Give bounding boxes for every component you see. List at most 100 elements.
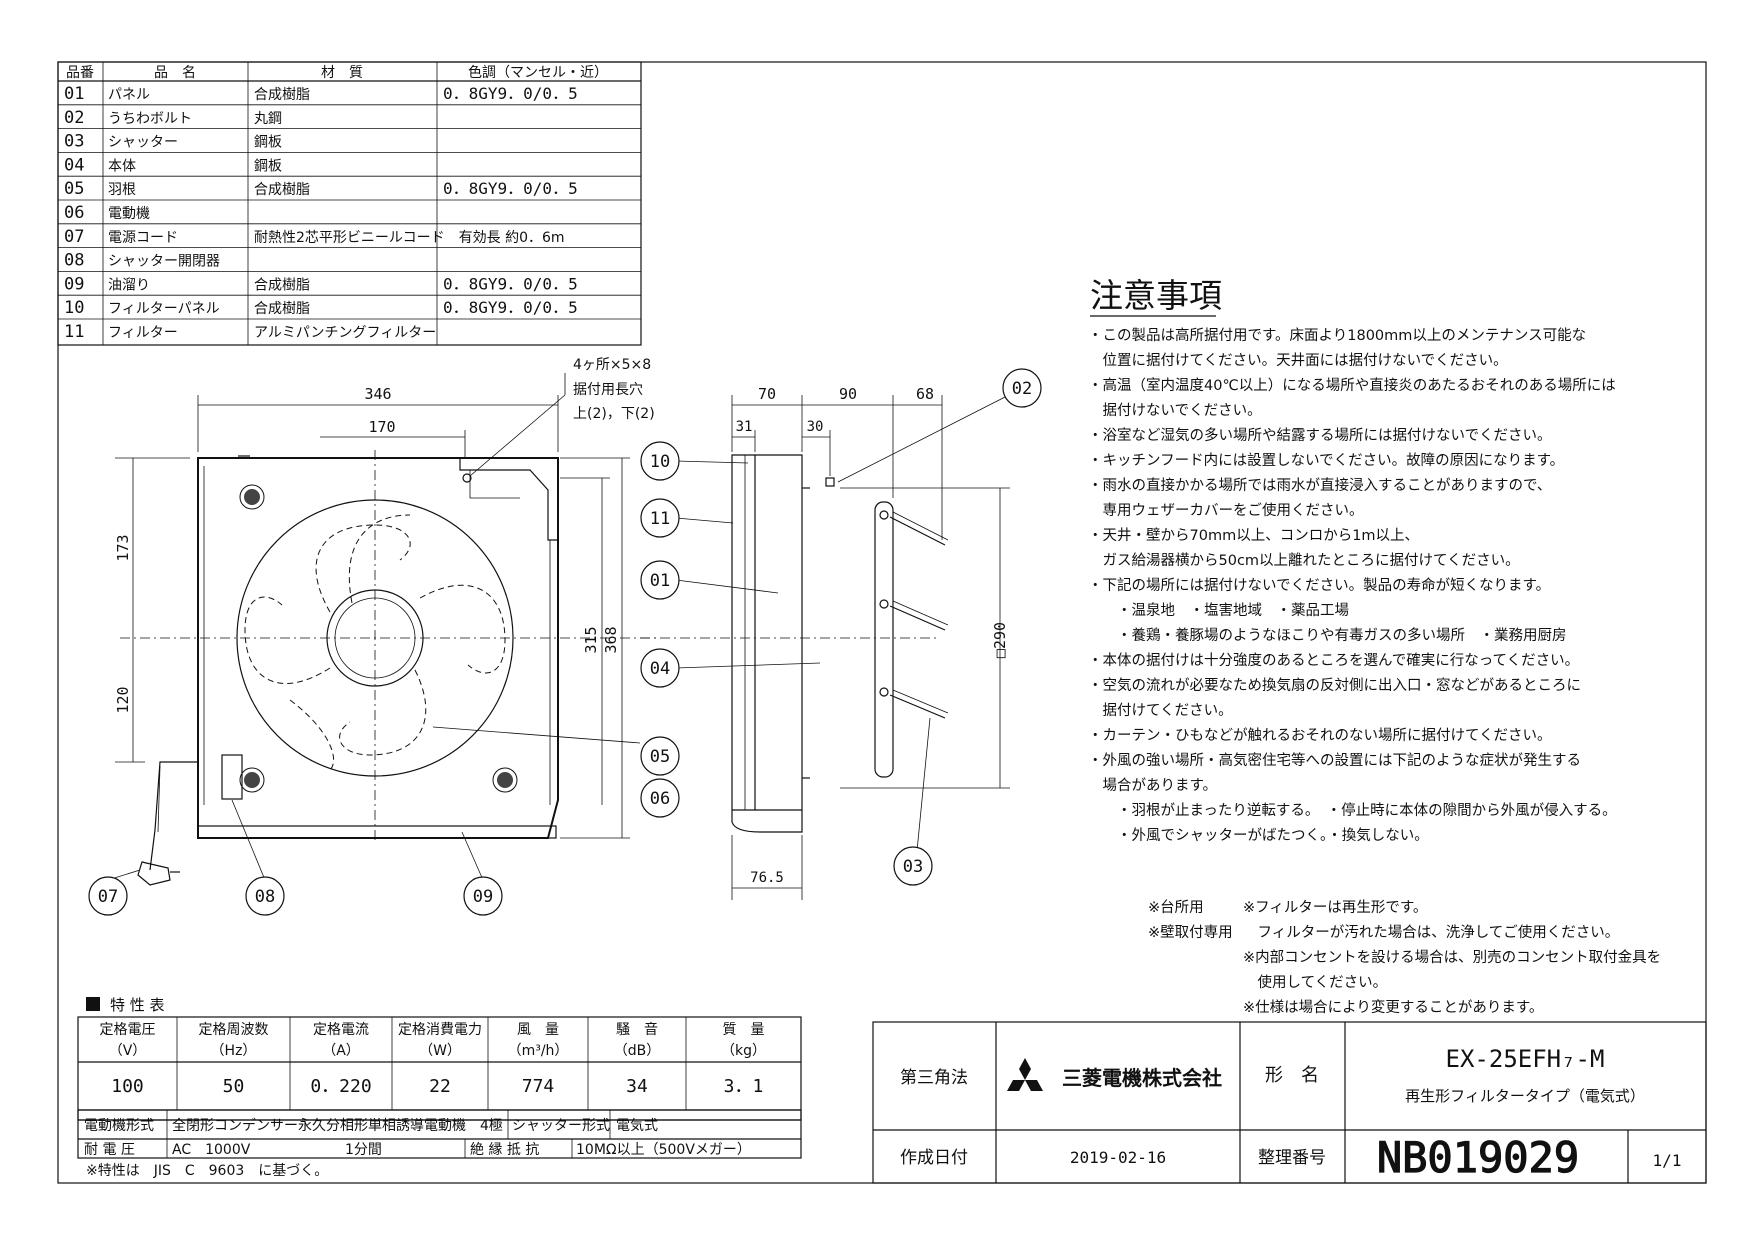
spec-header-top: 定格電圧: [100, 1022, 156, 1038]
voltage-value: AC 1000V: [172, 1142, 251, 1158]
part-color: 0．8GY9．0/0．5: [443, 84, 578, 103]
hole-note-1: 4ヶ所×5×8: [573, 357, 651, 373]
hole-note-2: 据付用長穴: [573, 382, 643, 398]
callout-label: 11: [650, 509, 670, 529]
spec-header-bottom: （A）: [322, 1043, 360, 1059]
part-number: 10: [64, 298, 84, 318]
callout-bubble: [88, 876, 128, 916]
callout-label: 07: [98, 887, 118, 907]
part-name: パネル: [108, 87, 150, 103]
part-number: 09: [64, 274, 84, 294]
model-subtitle: 再生形フィルタータイプ（電気式）: [1405, 1087, 1645, 1105]
vent-grille-bottom-right: [492, 767, 518, 793]
title-block: 第三角法 三菱電機株式会社 形 名 EX-25EFH₇-M 再生形フィルタータイ…: [872, 1021, 1707, 1184]
part-number: 08: [64, 251, 84, 271]
part-name: フィルターパネル: [108, 301, 220, 317]
spec-header-bottom: （dB）: [614, 1043, 661, 1059]
part-material: 鋼板: [254, 158, 282, 174]
part-number: 01: [64, 84, 84, 104]
spec-value: 50: [223, 1076, 245, 1097]
number-label: 整理番号: [1258, 1148, 1326, 1168]
company-name: 三菱電機株式会社: [1062, 1066, 1222, 1090]
note-line: ・外風の強い場所・高気密住宅等への設置には下記のような症状が発生する: [1088, 751, 1581, 769]
date-label: 作成日付: [900, 1148, 968, 1168]
caution-notes: 注意事項 ・この製品は高所据付用です。床面より1800mm以上のメンテナンス可能…: [1088, 276, 1617, 844]
spec-header-top: 定格消費電力: [398, 1022, 482, 1038]
callout-bubble: [640, 441, 680, 481]
dim-inner-height: 315: [582, 626, 600, 653]
callout-label: 05: [650, 747, 670, 767]
note-line: ・養鶏・養豚場のようなほこりや有毒ガスの多い場所 ・業務用厨房: [1088, 626, 1567, 644]
spec-header-top: 定格周波数: [199, 1022, 269, 1038]
dim-outer-height: 368: [602, 626, 620, 653]
callout-bubble: [463, 876, 503, 916]
note-line: 据付けないでください。: [1088, 402, 1262, 419]
part-name: 本体: [108, 158, 136, 174]
callout-bubble: [640, 498, 680, 538]
note-line: 場合があります。: [1088, 777, 1217, 794]
dim-depth-a: 70: [758, 385, 776, 403]
note-line: ・キッチンフード内には設置しないでください。故障の原因になります。: [1088, 451, 1564, 469]
callout-bubble: [640, 736, 680, 776]
shutter-value: 電気式: [616, 1118, 658, 1134]
part-number: 05: [64, 179, 84, 199]
remark-line: ※内部コンセントを設ける場合は、別売のコンセント取付金具を: [1243, 949, 1661, 966]
dim-depth-b: 90: [839, 385, 857, 403]
remark-line: フィルターが汚れた場合は、洗浄してご使用ください。: [1243, 924, 1619, 941]
part-color: 0．8GY9．0/0．5: [443, 179, 578, 198]
callout-label: 06: [650, 789, 670, 809]
fan-blades: [244, 514, 506, 771]
side-view-drawing: □290 70 90 68 31 30 76.5: [640, 385, 1010, 900]
callout-bubble: [640, 778, 680, 818]
spec-footnote: ※特性は JIS C 9603 に基づく。: [86, 1162, 328, 1179]
filter-panel-side: [731, 454, 756, 811]
spec-header-top: 風 量: [517, 1022, 559, 1038]
fan-ring: [236, 499, 514, 777]
note-line: ・空気の流れが必要なため換気扇の反対側に出入口・窓などがあるところに: [1088, 676, 1581, 694]
shutter-switch: [221, 754, 243, 800]
spec-title: 特 性 表: [110, 996, 165, 1014]
dim-bottom-depth: 76.5: [750, 870, 784, 886]
dim-depth-c: 68: [916, 385, 934, 403]
part-material: 合成樹脂: [254, 277, 310, 293]
insulation-value: 10MΩ以上（500Vメガー）: [576, 1142, 751, 1158]
note-line: ・羽根が止まったり逆転する。 ・停止時に本体の隙間から外風が侵入する。: [1088, 802, 1617, 819]
dim-lower: 120: [114, 686, 132, 713]
spec-header-top: 騒 音: [616, 1021, 658, 1038]
dim-opening: □290: [991, 622, 1009, 658]
notes-title: 注意事項: [1090, 276, 1222, 315]
note-line: ガス給湯器横から50cm以上離れたところに据付けてください。: [1088, 551, 1520, 569]
spec-value: 3．1: [724, 1076, 764, 1097]
spec-header-top: 質 量: [723, 1022, 765, 1038]
note-line: 据付けてください。: [1088, 702, 1233, 719]
motor-label: 電動機形式: [84, 1118, 154, 1134]
spec-header-bottom: （Hz）: [211, 1043, 257, 1059]
spec-value: 100: [111, 1076, 144, 1097]
part-name: シャッター: [108, 135, 178, 151]
part-color: 0．8GY9．0/0．5: [443, 274, 578, 293]
note-line: ・この製品は高所据付用です。床面より1800mm以上のメンテナンス可能な: [1088, 327, 1586, 344]
spec-value: 22: [429, 1076, 451, 1097]
remark-line: 使用してください。: [1243, 974, 1387, 991]
mitsubishi-logo-icon: [1007, 1058, 1043, 1091]
shutter-label: シャッター形式: [512, 1118, 610, 1134]
part-number: 11: [64, 322, 84, 342]
callout-bubble: [1002, 368, 1042, 408]
vent-grille-top-left: [239, 484, 265, 510]
note-line: ・浴室など湿気の多い場所や結露する場所には据付けないでください。: [1088, 427, 1552, 444]
part-material: 合成樹脂: [254, 87, 310, 103]
front-view-drawing: 346 170 173 120 315 368 4ヶ所×5×8 据付用長穴 上(…: [114, 357, 660, 886]
spec-header-top: 定格電流: [313, 1022, 369, 1038]
spec-header-bottom: （m³/h）: [508, 1043, 569, 1059]
part-material: 鋼板: [254, 135, 282, 151]
power-cord: [149, 761, 198, 871]
shutter-side: [874, 501, 894, 778]
model-number: EX-25EFH₇-M: [1446, 1045, 1605, 1073]
spec-value: 774: [522, 1076, 555, 1097]
part-name: 電動機: [108, 206, 150, 222]
part-name: 電源コード: [108, 230, 178, 246]
part-name: 油溜り: [108, 277, 150, 293]
parts-header-material: 材 質: [321, 65, 363, 81]
